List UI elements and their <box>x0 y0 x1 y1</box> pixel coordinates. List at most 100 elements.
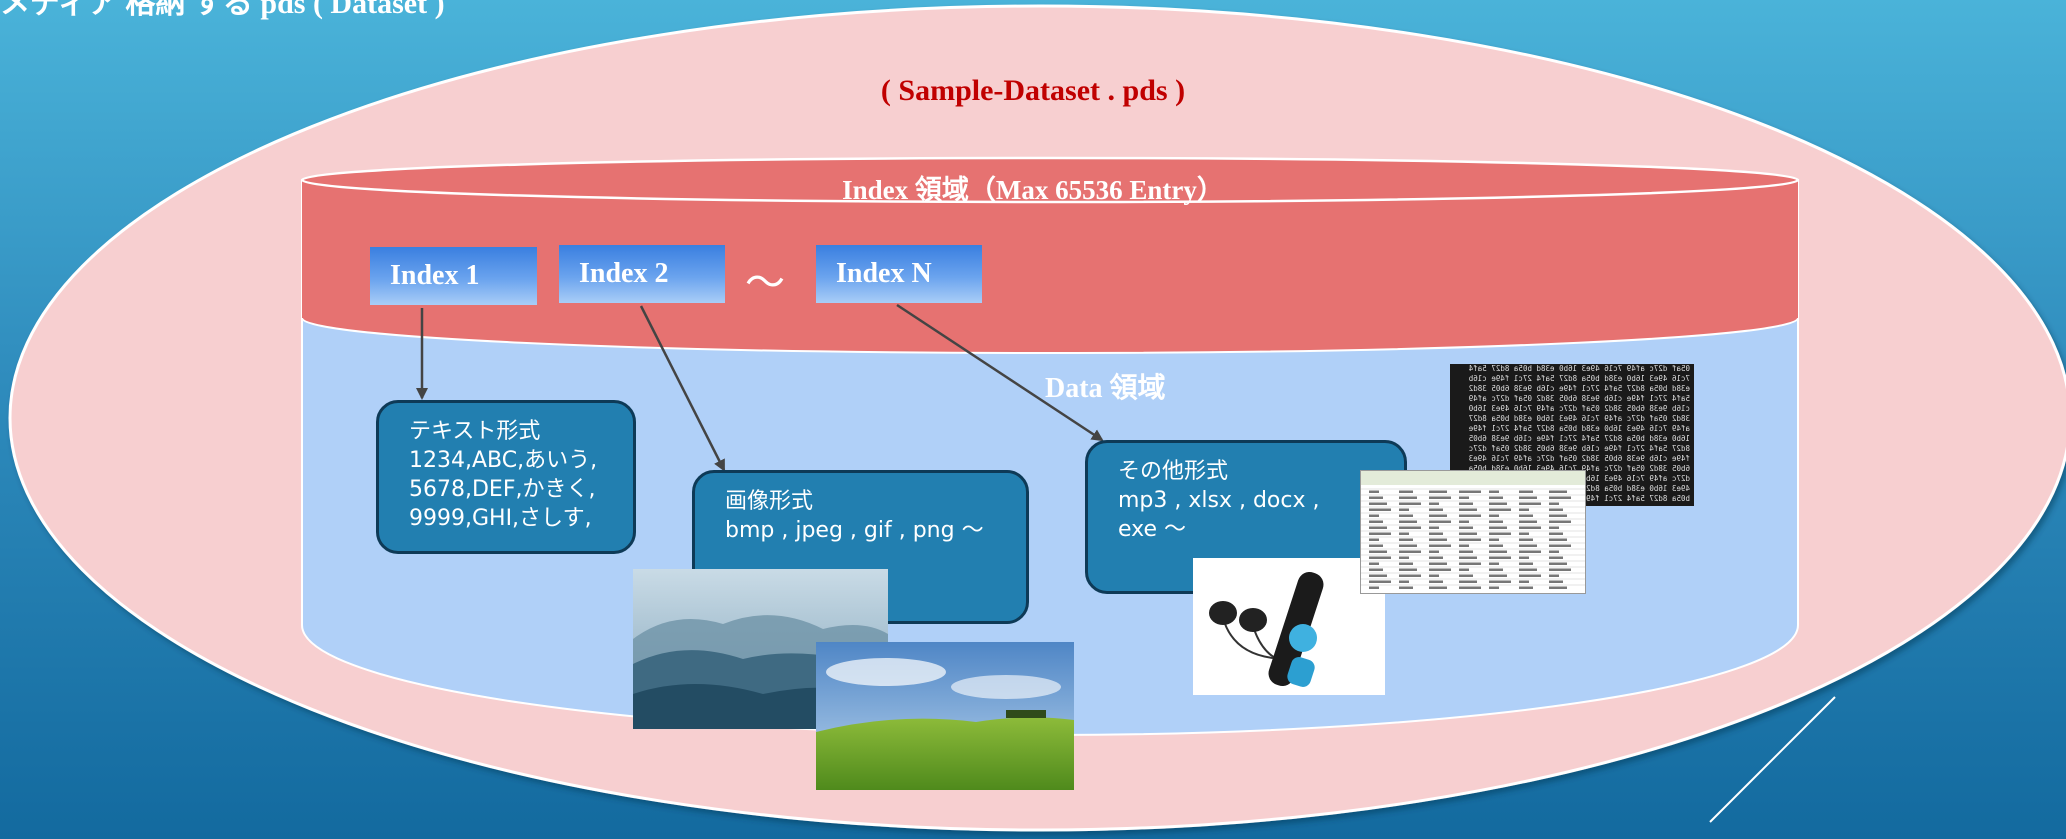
spreadsheet-cell <box>1429 568 1451 571</box>
spreadsheet-cell <box>1369 556 1391 559</box>
data-area-label: Data 領域 <box>1045 373 1166 404</box>
spreadsheet-cell <box>1429 532 1443 535</box>
index-separator: 〜 <box>745 260 785 306</box>
spreadsheet-cell <box>1459 520 1469 523</box>
index-2-box: Index 2 <box>559 245 725 303</box>
spreadsheet-cell <box>1489 550 1507 553</box>
spreadsheet-cell <box>1519 574 1541 577</box>
spreadsheet-cell <box>1519 586 1533 589</box>
spreadsheet-cell <box>1459 514 1481 517</box>
spreadsheet-cell <box>1549 532 1563 535</box>
spreadsheet-cell <box>1489 538 1499 541</box>
spreadsheet-cell <box>1399 514 1413 517</box>
spreadsheet-cell <box>1429 496 1451 499</box>
text-format-line-1: 1234,ABC,あいう, <box>409 448 598 473</box>
spreadsheet-cell <box>1489 526 1507 529</box>
spreadsheet-cell <box>1489 490 1499 493</box>
hex-dump-line: 38d2 05af d27c af49 7c16 49e3 16b0 e38d … <box>1468 414 1690 423</box>
decorative-line <box>1709 696 1836 823</box>
text-format-box: テキスト形式 1234,ABC,あいう, 5678,DEF,かきく, 9999,… <box>376 400 636 554</box>
other-format-line-2: exe 〜 <box>1118 517 1187 542</box>
spreadsheet-cell <box>1459 556 1477 559</box>
spreadsheet-cell <box>1549 490 1567 493</box>
spreadsheet-cell <box>1399 556 1409 559</box>
spreadsheet-cell <box>1489 574 1507 577</box>
spreadsheet-cell <box>1369 580 1391 583</box>
other-format-title: その他形式 <box>1118 459 1229 484</box>
music-player-photo <box>1193 558 1385 695</box>
dataset-name: ( Sample-Dataset . pds ) <box>880 74 1186 107</box>
spreadsheet-cell <box>1369 568 1383 571</box>
spreadsheet-cell <box>1489 520 1503 523</box>
spreadsheet-cell <box>1549 580 1563 583</box>
cylinder-top <box>300 156 1800 204</box>
spreadsheet-cell <box>1369 496 1383 499</box>
spreadsheet-cell <box>1429 502 1439 505</box>
spreadsheet-cell <box>1519 550 1541 553</box>
spreadsheet-cell <box>1369 544 1383 547</box>
spreadsheet-cell <box>1399 520 1417 523</box>
spreadsheet-cell <box>1369 538 1379 541</box>
spreadsheet-cell <box>1429 562 1447 565</box>
spreadsheet-cell <box>1519 514 1533 517</box>
spreadsheet-cell <box>1369 562 1379 565</box>
spreadsheet-cell <box>1519 544 1537 547</box>
spreadsheet-cell <box>1459 586 1481 589</box>
spreadsheet-cell <box>1489 580 1511 583</box>
spreadsheet-cell <box>1489 514 1499 517</box>
spreadsheet-cell <box>1399 562 1413 565</box>
hex-dump-line: c16b 9e38 6b05 38d2 05af d27c af49 7c16 … <box>1468 404 1690 413</box>
spreadsheet-cell <box>1459 550 1473 553</box>
spreadsheet-cell <box>1489 562 1499 565</box>
hex-dump-line: af49 7c16 49e3 16b0 e38d b05a 8d27 5af4 … <box>1468 424 1690 433</box>
spreadsheet-cell <box>1459 574 1473 577</box>
spreadsheet-cell <box>1489 532 1511 535</box>
spreadsheet-cell <box>1549 514 1567 517</box>
spreadsheet-cell <box>1519 556 1529 559</box>
index-1-label: Index 1 <box>390 260 480 291</box>
spreadsheet-cell <box>1399 532 1409 535</box>
spreadsheet-cell <box>1519 490 1533 493</box>
index-area-label: Index 領域（Max 65536 Entry） <box>842 175 1224 205</box>
spreadsheet-cell <box>1519 562 1533 565</box>
hex-dump-line: 7c16 49e3 16b0 e38d b05a 8d27 5af4 27c1 … <box>1468 374 1690 383</box>
spreadsheet-screenshot <box>1360 470 1586 594</box>
spreadsheet-cell <box>1369 514 1379 517</box>
spreadsheet-cell <box>1519 526 1541 529</box>
spreadsheet-cell <box>1519 580 1529 583</box>
text-format-line-3: 9999,GHI,さしす, <box>409 506 592 531</box>
spreadsheet-cell <box>1549 574 1559 577</box>
spreadsheet-cell <box>1459 544 1469 547</box>
spreadsheet-cell <box>1519 508 1529 511</box>
spreadsheet-cell <box>1399 496 1417 499</box>
spreadsheet-cell <box>1429 490 1447 493</box>
spreadsheet-cell <box>1429 538 1447 541</box>
spreadsheet-cell <box>1459 532 1477 535</box>
arrow-indexn-to-other <box>896 303 1104 442</box>
spreadsheet-cell <box>1519 568 1537 571</box>
spreadsheet-cell <box>1399 502 1421 505</box>
spreadsheet-cell <box>1459 538 1481 541</box>
spreadsheet-cell <box>1549 562 1567 565</box>
spreadsheet-cell <box>1429 508 1443 511</box>
spreadsheet-cell <box>1549 526 1559 529</box>
spreadsheet-cell <box>1459 580 1477 583</box>
spreadsheet-cell <box>1399 508 1409 511</box>
hex-dump-line: e38d b05a 8d27 5af4 27c1 f49e c16b 9e38 … <box>1468 384 1690 393</box>
spreadsheet-cell <box>1459 490 1481 493</box>
spreadsheet-cell <box>1399 568 1417 571</box>
spreadsheet-cell <box>1429 520 1451 523</box>
hex-dump-line: 16b0 e38d b05a 8d27 5af4 27c1 f49e c16b … <box>1468 434 1690 443</box>
spreadsheet-ribbon <box>1361 471 1585 485</box>
other-format-line-1: mp3 , xlsx , docx , <box>1118 488 1320 513</box>
spreadsheet-cell <box>1369 574 1387 577</box>
spreadsheet-cell <box>1399 586 1413 589</box>
spreadsheet-cell <box>1489 502 1507 505</box>
spreadsheet-cell <box>1549 538 1567 541</box>
hex-dump-line: 8d27 5af4 27c1 f49e c16b 9e38 6b05 38d2 … <box>1468 444 1690 453</box>
spreadsheet-cell <box>1369 526 1387 529</box>
text-format-line-2: 5678,DEF,かきく, <box>409 477 596 502</box>
spreadsheet-cell <box>1519 532 1529 535</box>
spreadsheet-cell <box>1459 502 1473 505</box>
index-band <box>302 180 1798 353</box>
